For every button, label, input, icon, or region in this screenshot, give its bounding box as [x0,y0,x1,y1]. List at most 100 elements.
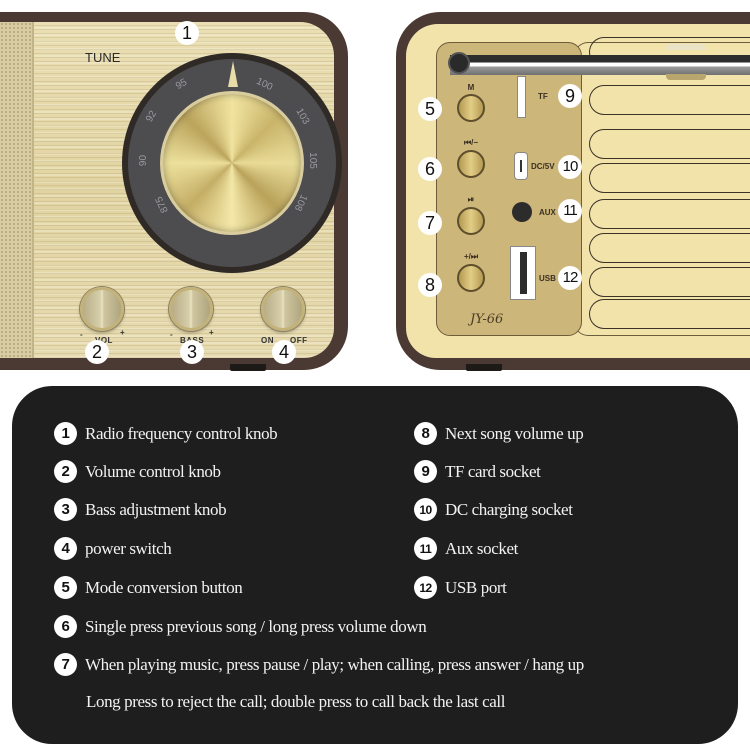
vent-slot [589,163,750,193]
aux-label: AUX [539,208,556,217]
play-pause-button[interactable] [457,207,485,235]
model-label: JY-66 [470,312,504,327]
bass-minus-label: - [170,330,174,339]
front-foot [230,364,266,371]
volume-minus-label: - [80,330,84,339]
vent-slot [589,233,750,263]
usb-port[interactable] [510,246,536,300]
legend-item-10: 10 DC charging socket [414,498,573,521]
dial-tick-90: 90 [138,154,150,167]
callout-10: 10 [558,155,582,179]
next-button-label: +/⏭ [463,252,479,261]
legend-number-badge: 2 [54,460,77,483]
legend-item-6: 6 Single press previous song / long pres… [54,615,427,638]
prev-volume-down-button[interactable] [457,150,485,178]
legend-item-12: 12 USB port [414,576,507,599]
antenna[interactable] [450,55,750,75]
legend-text: Long press to reject the call; double pr… [86,692,506,711]
legend-text: USB port [445,577,507,597]
legend-text: Radio frequency control knob [85,423,278,443]
dial-pointer-icon [228,61,238,87]
vent-panel [574,37,750,336]
legend-number-badge: 9 [414,460,437,483]
vent-slot [589,299,750,329]
legend-item-7: 7 When playing music, press pause / play… [54,653,584,676]
mode-button[interactable] [457,94,485,122]
legend-text: DC charging socket [445,499,573,519]
callout-1: 1 [175,21,199,45]
legend-item-11: 11 Aux socket [414,537,518,560]
legend-text: power switch [85,538,172,558]
dial-tick-92: 92 [144,108,160,125]
legend-item-9: 9 TF card socket [414,460,541,483]
aux-jack[interactable] [512,202,532,222]
legend-number-badge: 11 [414,537,437,560]
power-off-label: OFF [290,336,308,345]
dial-tick-100: 100 [254,75,275,94]
back-foot [466,364,502,371]
dial-tick-103: 103 [293,106,312,127]
legend-item-4: 4 power switch [54,537,172,560]
legend-number-badge: 1 [54,422,77,445]
dial-tick-95: 95 [173,76,190,93]
legend-panel [12,386,738,744]
callout-7: 7 [418,211,442,235]
legend-text: Next song volume up [445,423,584,443]
callout-12: 12 [558,266,582,290]
play-button-label: ⏯ [467,195,475,204]
vent-slot [589,199,750,229]
frequency-dial[interactable]: 875 90 92 95 100 103 105 108 [122,53,342,273]
legend-number-badge: 4 [54,537,77,560]
bass-plus-label: + [209,328,215,337]
legend-number-badge: 6 [54,615,77,638]
legend-number-badge: 12 [414,576,437,599]
callout-5: 5 [418,97,442,121]
legend-item-1: 1 Radio frequency control knob [54,422,278,445]
legend-number-badge: 7 [54,653,77,676]
vent-slot [589,85,750,115]
dial-tick-105: 105 [306,152,318,169]
legend-text: When playing music, press pause / play; … [85,654,584,674]
callout-4: 4 [272,340,296,364]
legend-number-badge: 10 [414,498,437,521]
legend-item-3: 3 Bass adjustment knob [54,498,227,521]
tf-card-slot[interactable] [517,76,526,118]
legend-number-badge: 5 [54,576,77,599]
callout-9: 9 [558,84,582,108]
speaker-grille [0,22,34,358]
power-knob[interactable] [261,287,305,331]
legend-item-7-continuation: Long press to reject the call; double pr… [86,692,505,712]
vent-slot [589,129,750,159]
prev-button-label: ⏮/− [463,138,479,147]
callout-2: 2 [85,340,109,364]
mode-button-label: M [467,83,475,92]
volume-knob[interactable] [80,287,124,331]
callout-8: 8 [418,273,442,297]
legend-text: Aux socket [445,538,518,558]
tf-label: TF [538,92,548,101]
legend-text: Mode conversion button [85,577,243,597]
legend-text: TF card socket [445,461,541,481]
volume-label: VOL [95,336,113,345]
dc-charging-port[interactable] [514,152,528,180]
legend-item-8: 8 Next song volume up [414,422,584,445]
tune-label: TUNE [85,50,121,65]
legend-text: Bass adjustment knob [85,499,227,519]
antenna-pivot [448,52,470,74]
callout-3: 3 [180,340,204,364]
frequency-knob[interactable] [160,91,304,235]
usb-label: USB [539,274,556,283]
next-volume-up-button[interactable] [457,264,485,292]
power-on-label: ON [261,336,274,345]
antenna-clip [666,44,706,80]
callout-6: 6 [418,157,442,181]
vent-slot [589,267,750,297]
callout-11: 11 [558,199,582,223]
bass-knob[interactable] [169,287,213,331]
legend-text: Volume control knob [85,461,221,481]
dc-label: DC/5V [531,162,555,171]
volume-plus-label: + [120,328,126,337]
dial-scale-ring: 875 90 92 95 100 103 105 108 [128,59,336,267]
legend-item-2: 2 Volume control knob [54,460,221,483]
legend-number-badge: 8 [414,422,437,445]
